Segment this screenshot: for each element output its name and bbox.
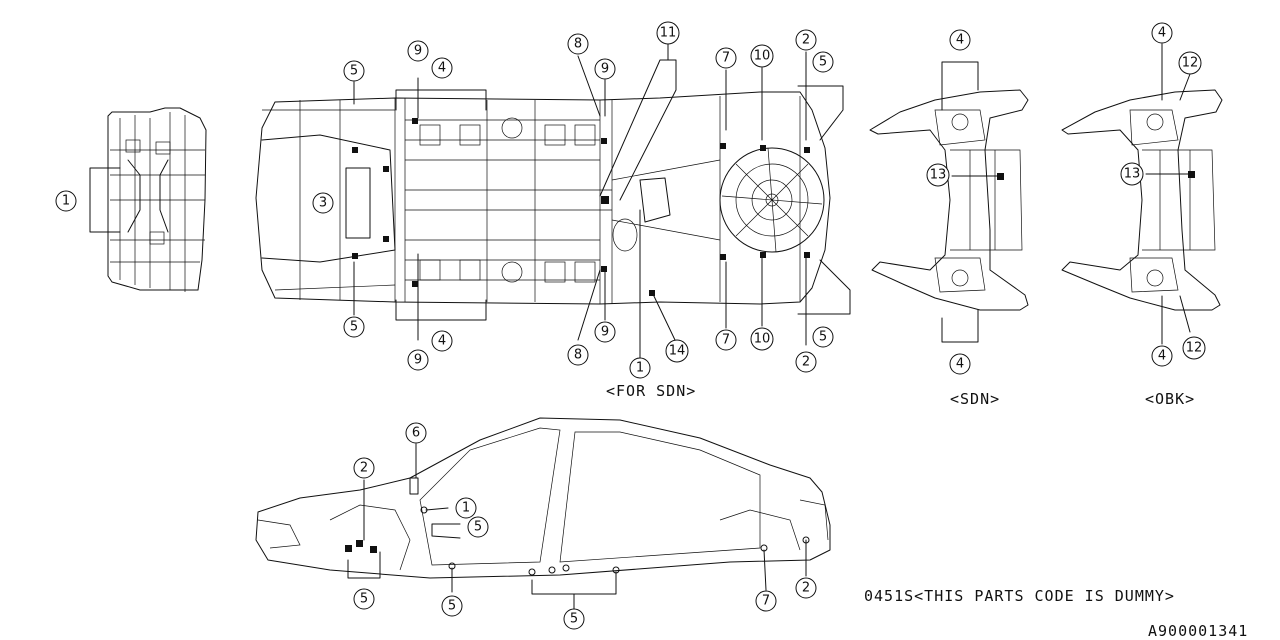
callout-3: 3 [312, 192, 334, 214]
callout-4-obk-bottom: 4 [1151, 345, 1173, 367]
svg-text:1: 1 [62, 194, 70, 209]
callout-13-obk: 13 [1120, 162, 1144, 186]
obk-rear-panel-view [1061, 89, 1223, 311]
svg-text:9: 9 [601, 62, 609, 77]
caption-sdn: <SDN> [950, 390, 1000, 408]
svg-text:5: 5 [570, 612, 578, 627]
svg-text:9: 9 [414, 353, 422, 368]
callout-5-bottom-left: 5 [343, 316, 365, 338]
callout-4-top: 4 [431, 57, 453, 79]
figure-code: A900001341 [1148, 622, 1248, 640]
svg-text:3: 3 [319, 196, 327, 211]
parts-code-note: 0451S<THIS PARTS CODE IS DUMMY> [864, 587, 1175, 605]
svg-text:12: 12 [1182, 56, 1199, 71]
svg-text:5: 5 [819, 55, 827, 70]
callout-13-sdn: 13 [926, 163, 950, 187]
caption-for-sdn: <FOR SDN> [606, 382, 696, 400]
svg-text:7: 7 [762, 594, 770, 609]
callout-5-side-mid: 5 [467, 516, 489, 538]
callout-6: 6 [405, 422, 427, 444]
svg-text:13: 13 [1124, 167, 1141, 182]
callout-9-top-left: 9 [407, 40, 429, 62]
callout-10-bottom: 10 [750, 327, 774, 351]
svg-text:13: 13 [930, 168, 947, 183]
callout-5-bottom-right: 5 [812, 326, 834, 348]
callout-8-bottom: 8 [567, 344, 589, 366]
svg-text:7: 7 [722, 333, 730, 348]
callout-4-obk-top: 4 [1151, 22, 1173, 44]
callout-9-bottom-center: 9 [594, 321, 616, 343]
callout-7-top: 7 [715, 47, 737, 69]
sdn-rear-panel-view [869, 89, 1029, 311]
callout-10-top: 10 [750, 44, 774, 68]
callout-5-side-floor: 5 [563, 608, 585, 630]
callout-9-bottom-left: 9 [407, 349, 429, 371]
svg-text:2: 2 [802, 33, 810, 48]
svg-text:4: 4 [956, 357, 964, 372]
callout-12-obk-bottom: 12 [1182, 336, 1206, 360]
svg-text:8: 8 [574, 37, 582, 52]
callout-4-sdn-bottom: 4 [949, 353, 971, 375]
callout-8-top: 8 [567, 33, 589, 55]
svg-text:10: 10 [754, 332, 771, 347]
callout-5-top-right: 5 [812, 51, 834, 73]
callout-7-bottom: 7 [715, 329, 737, 351]
svg-text:11: 11 [660, 26, 677, 41]
svg-text:9: 9 [601, 325, 609, 340]
svg-text:4: 4 [1158, 26, 1166, 41]
svg-text:14: 14 [669, 344, 686, 359]
callout-4-sdn-top: 4 [949, 29, 971, 51]
underbody-view [255, 91, 831, 305]
svg-text:1: 1 [636, 361, 644, 376]
callout-14: 14 [665, 339, 689, 363]
svg-text:5: 5 [360, 592, 368, 607]
callout-7-side: 7 [755, 590, 777, 612]
leader-lines [89, 43, 1191, 615]
callout-5-side-front: 5 [353, 588, 375, 610]
side-body-view [255, 417, 831, 579]
svg-text:4: 4 [956, 33, 964, 48]
svg-text:4: 4 [438, 334, 446, 349]
callout-1-side: 1 [455, 497, 477, 519]
svg-text:7: 7 [722, 51, 730, 66]
callout-4-bottom: 4 [431, 330, 453, 352]
svg-text:6: 6 [412, 426, 420, 441]
svg-text:12: 12 [1186, 341, 1203, 356]
callout-2-side-rear: 2 [795, 577, 817, 599]
svg-text:4: 4 [438, 61, 446, 76]
callout-1-front: 1 [55, 190, 77, 212]
plug-markers [345, 118, 1195, 576]
svg-text:10: 10 [754, 49, 771, 64]
front-bulkhead-view [107, 107, 207, 292]
caption-obk: <OBK> [1145, 390, 1195, 408]
svg-text:5: 5 [448, 599, 456, 614]
svg-text:2: 2 [360, 461, 368, 476]
callout-2-top: 2 [795, 29, 817, 51]
svg-text:5: 5 [350, 320, 358, 335]
callout-2-side: 2 [353, 457, 375, 479]
callout-5-top-left: 5 [343, 60, 365, 82]
svg-text:5: 5 [350, 64, 358, 79]
svg-text:9: 9 [414, 44, 422, 59]
callout-9-top-center: 9 [594, 58, 616, 80]
callout-2-bottom: 2 [795, 351, 817, 373]
svg-text:5: 5 [819, 330, 827, 345]
svg-text:1: 1 [462, 501, 470, 516]
svg-text:2: 2 [802, 581, 810, 596]
callout-1-under: 1 [629, 357, 651, 379]
svg-text:2: 2 [802, 355, 810, 370]
callout-12-obk-top: 12 [1178, 51, 1202, 75]
svg-text:5: 5 [474, 520, 482, 535]
svg-text:8: 8 [574, 348, 582, 363]
callout-5-side-sill: 5 [441, 595, 463, 617]
svg-text:4: 4 [1158, 349, 1166, 364]
callout-11: 11 [656, 21, 680, 45]
